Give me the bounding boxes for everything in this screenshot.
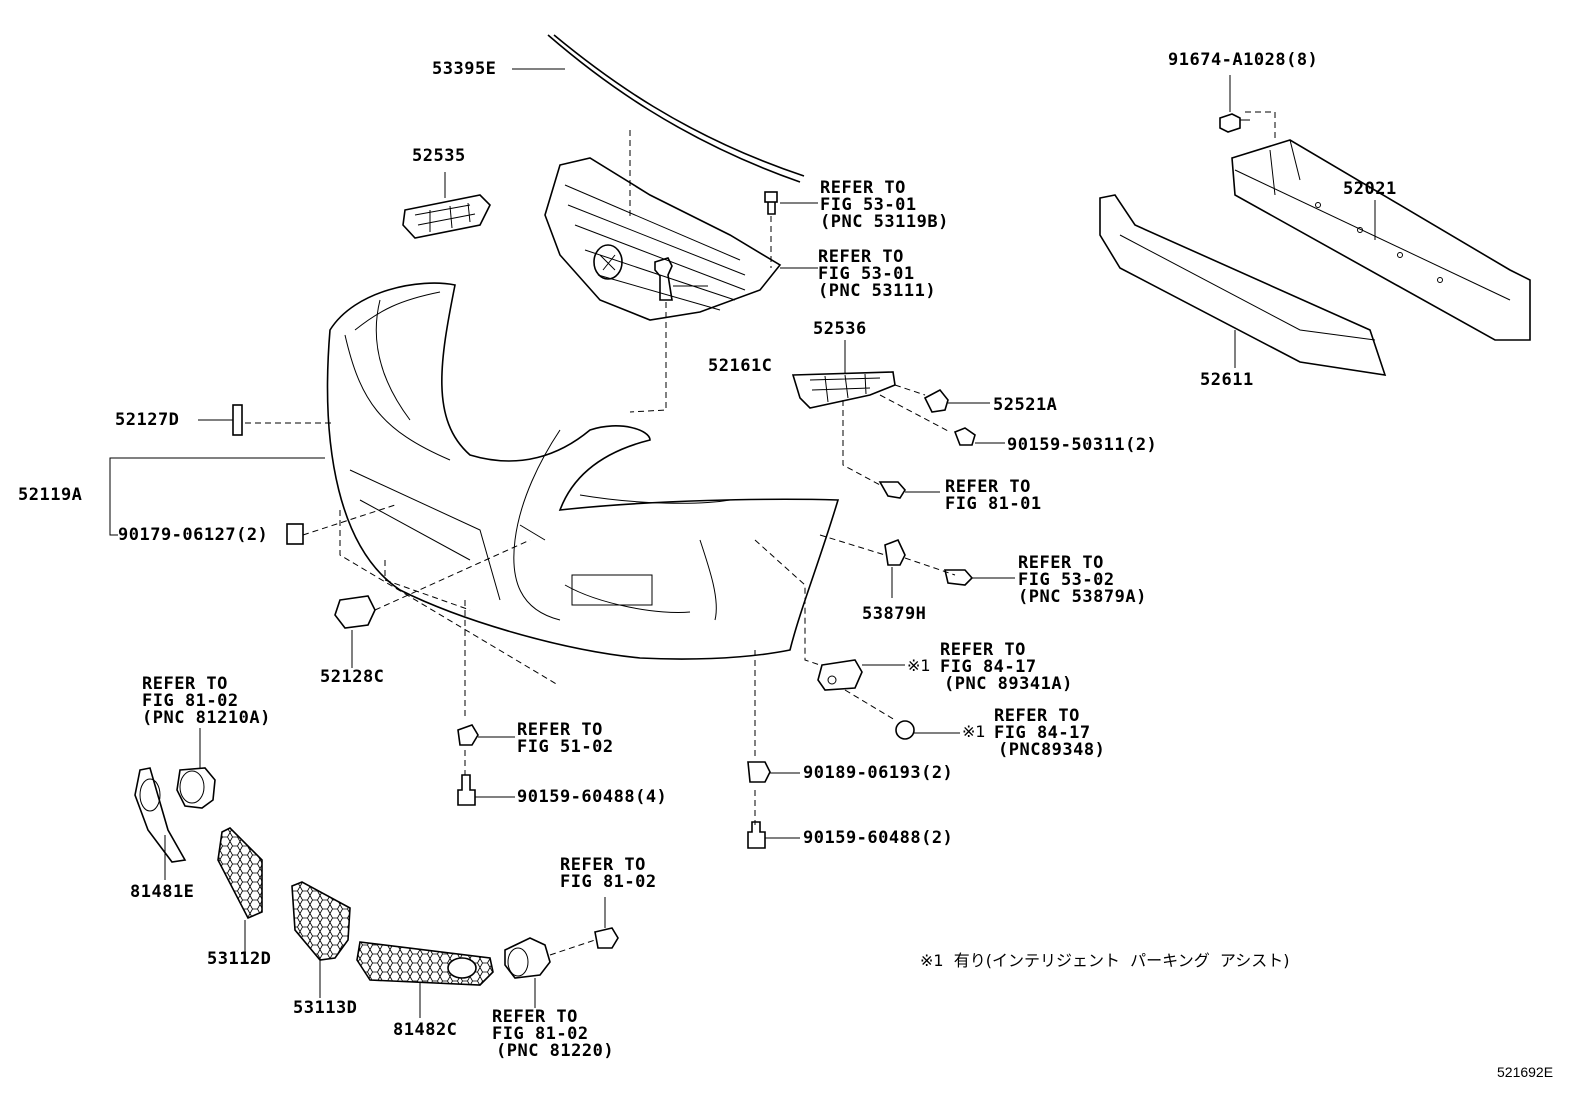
label-52119A: 52119A — [18, 485, 83, 505]
label-52535: 52535 — [412, 146, 466, 166]
screw-fig81-02 — [594, 897, 619, 949]
label-ref-53-01-a-line1: REFER TO — [818, 247, 904, 267]
mark-note-1b: ※1 — [962, 722, 986, 741]
label-ref-81-02-a-line1: REFER TO — [142, 674, 228, 694]
label-ref-81-01-line1: REFER TO — [945, 477, 1031, 497]
mark-note-1a: ※1 — [907, 656, 931, 675]
label-ref-81-02-c-line1: REFER TO — [492, 1007, 578, 1027]
label-ref-81-01-line2: FIG 81-01 — [945, 494, 1042, 514]
mesh-53112D — [217, 827, 263, 955]
clip-fig51-02 — [457, 724, 515, 746]
grille-81482C — [356, 941, 494, 1018]
label-ref-84-17-a-line1: REFER TO — [940, 640, 1026, 660]
foglamp-bracket-81481E — [134, 767, 187, 880]
label-ref-51-02-line2: FIG 51-02 — [517, 737, 614, 757]
bracket-52535 — [402, 172, 491, 239]
bolt-90159-50311 — [953, 427, 1005, 446]
label-ref-53-01-a-line3: (PNC 53111) — [818, 281, 937, 301]
part-53879H — [819, 534, 956, 598]
label-ref-81-02-b-line1: REFER TO — [560, 855, 646, 875]
label-81482C: 81482C — [393, 1020, 458, 1040]
ring-89348 — [895, 720, 960, 740]
bumper-cover-52119A — [326, 282, 840, 660]
label-ref-81-02-c-line3: (PNC 81220) — [496, 1041, 615, 1061]
label-90159-50311: 90159-50311(2) — [1007, 435, 1158, 455]
label-52536: 52536 — [813, 319, 867, 339]
molding-strip-53395E — [512, 34, 805, 220]
label-ref-53-01-b-line2: FIG 53-01 — [820, 195, 917, 215]
label-90179-06127: 90179-06127(2) — [118, 525, 269, 545]
label-ref-53-02-line1: REFER TO — [1018, 553, 1104, 573]
label-52521A: 52521A — [993, 395, 1058, 415]
label-90159-60488-2: 90159-60488(2) — [803, 828, 954, 848]
label-52127D: 52127D — [115, 410, 180, 430]
foglamp-81220 — [504, 937, 596, 1008]
label-ref-81-02-b-line2: FIG 81-02 — [560, 872, 657, 892]
reinforcement-52021 — [1231, 139, 1531, 341]
label-90189-06193: 90189-06193(2) — [803, 763, 954, 783]
label-ref-81-02-c-line2: FIG 81-02 — [492, 1024, 589, 1044]
foglamp-81210A — [176, 728, 216, 809]
label-52021: 52021 — [1343, 179, 1397, 199]
label-91674-A1028: 91674-A1028(8) — [1168, 50, 1319, 70]
bolt-60488-4 — [457, 774, 515, 806]
label-ref-84-17-b-line2: FIG 84-17 — [994, 723, 1091, 743]
mesh-53113D — [291, 881, 351, 998]
label-ref-53-01-a-line2: FIG 53-01 — [818, 264, 915, 284]
bracket-52536 — [791, 340, 951, 486]
label-52611: 52611 — [1200, 370, 1254, 390]
label-ref-81-02-a-line2: FIG 81-02 — [142, 691, 239, 711]
bolt-60488-2 — [747, 821, 800, 849]
clip-52521A — [923, 388, 990, 413]
dashed-guides — [339, 510, 756, 825]
clip-52161C — [629, 257, 708, 413]
front-grille — [544, 157, 818, 321]
footnote: ※1 有り(インテリジェント パーキング アシスト) — [920, 951, 1290, 970]
label-52161C: 52161C — [708, 356, 773, 376]
label-ref-51-02-line1: REFER TO — [517, 720, 603, 740]
label-53113D: 53113D — [293, 998, 358, 1018]
label-ref-84-17-b-line3: (PNC89348) — [998, 740, 1106, 760]
label-ref-53-01-b-line3: (PNC 53119B) — [820, 212, 949, 232]
label-81481E: 81481E — [130, 882, 195, 902]
label-ref-81-02-a-line3: (PNC 81210A) — [142, 708, 271, 728]
part-52127D — [198, 404, 335, 436]
nut-90189 — [747, 761, 800, 783]
screw-fig81-01 — [878, 481, 940, 499]
label-ref-84-17-a-line3: (PNC 89341A) — [944, 674, 1073, 694]
label-53112D: 53112D — [207, 949, 272, 969]
cap-52128C — [334, 539, 531, 668]
nut-90179 — [286, 504, 396, 545]
bolt-91674 — [1219, 75, 1276, 140]
figure-code: 521692E — [1497, 1064, 1554, 1080]
sensor-89341A — [754, 539, 905, 721]
absorber-52611 — [1099, 194, 1387, 376]
label-ref-53-02-line3: (PNC 53879A) — [1018, 587, 1147, 607]
label-ref-84-17-b-line1: REFER TO — [994, 706, 1080, 726]
screw-fig53-02 — [943, 569, 1015, 586]
label-ref-53-01-b-line1: REFER TO — [820, 178, 906, 198]
label-53879H: 53879H — [862, 604, 927, 624]
label-ref-84-17-a-line2: FIG 84-17 — [940, 657, 1037, 677]
label-52128C: 52128C — [320, 667, 385, 687]
grille-clip — [764, 191, 818, 268]
leader-52119A — [109, 457, 325, 536]
label-ref-53-02-line2: FIG 53-02 — [1018, 570, 1115, 590]
label-90159-60488-4: 90159-60488(4) — [517, 787, 668, 807]
label-53395E: 53395E — [432, 59, 497, 79]
